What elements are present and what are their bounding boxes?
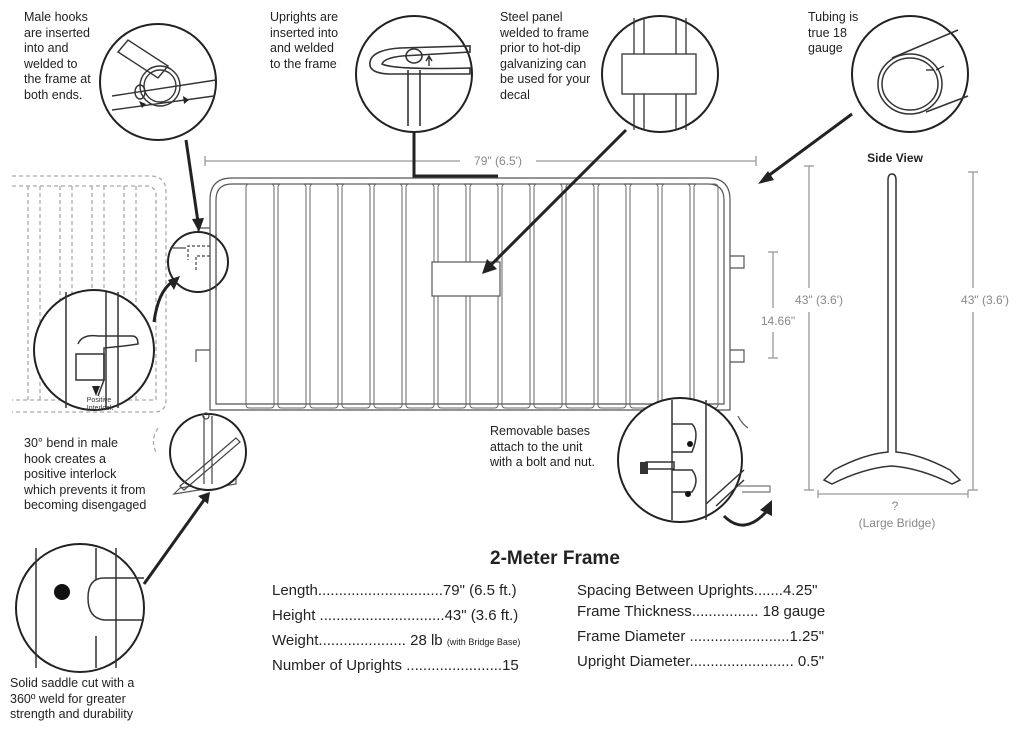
side-view-title: Side View <box>867 151 923 165</box>
hook-small-circle <box>167 231 229 293</box>
spec-spacing-label: Spacing Between Uprights <box>577 582 754 599</box>
leader-dots: .............................. <box>315 607 445 624</box>
spec-frame-diameter-value: 1.25" <box>789 628 825 645</box>
detail-uprights <box>355 15 473 133</box>
detail-saddle-cut <box>15 543 145 673</box>
base-spacing-dimension <box>768 251 778 359</box>
uprights-leader <box>412 132 498 178</box>
caption-uprights: Uprights are inserted into and welded to… <box>270 10 339 71</box>
tubing-leader <box>767 112 853 178</box>
leader-dots: ......................... <box>689 653 798 670</box>
leader-dots: ........................ <box>685 628 790 645</box>
spec-spacing-value: 4.25" <box>782 582 818 599</box>
positive-interlock-label: Positive Interlock <box>87 397 114 412</box>
leader-dots: .............................. <box>317 582 443 599</box>
saddle-leader <box>142 499 206 585</box>
spec-height-label: Height <box>272 607 316 624</box>
caption-male-hooks: Male hooks are inserted into and welded … <box>24 10 91 102</box>
spec-length-value: 79" (6.5 ft.) <box>442 582 517 599</box>
spec-spacing: Spacing Between Uprights.......4.25" <box>577 582 818 599</box>
detail-removable-base <box>617 397 745 523</box>
spec-weight-label: Weight <box>272 632 319 649</box>
spec-uprights: Number of Uprights .....................… <box>272 657 519 674</box>
base-width-dimension <box>817 490 969 498</box>
caption-saddle-cut: Solid saddle cut with a 360º weld for gr… <box>10 676 135 721</box>
leader-dots: ....................... <box>402 657 503 674</box>
spec-length-label: Length <box>272 582 318 599</box>
spec-upright-diameter-value: 0.5" <box>797 653 825 670</box>
front-height-dimension <box>804 165 814 491</box>
spec-length: Length..............................79" … <box>272 582 517 599</box>
spec-weight-value: 28 lb <box>410 632 443 649</box>
front-height-label: 43" (3.6') <box>795 293 843 307</box>
saddle-small-circle <box>169 412 247 491</box>
spec-weight: Weight..................... 28 lb (with … <box>272 632 520 649</box>
spec-uprights-label: Number of Uprights <box>272 657 403 674</box>
interlock-leader <box>152 280 173 323</box>
steel-panel-leader <box>488 128 628 268</box>
spec-upright-diameter-label: Upright Diameter <box>577 653 690 670</box>
spec-upright-diameter: Upright Diameter........................… <box>577 653 824 670</box>
caption-bend: 30° bend in male hook creates a positive… <box>24 436 147 512</box>
leader-dots: ................ <box>691 603 763 620</box>
base-type-label: (Large Bridge) <box>859 516 936 530</box>
spec-frame-diameter-label: Frame Diameter <box>577 628 686 645</box>
spec-frame-diameter: Frame Diameter ........................1… <box>577 628 824 645</box>
spec-height-value: 43" (3.6 ft.) <box>444 607 519 624</box>
width-dimension <box>204 156 757 166</box>
width-label: 79" (6.5') <box>474 154 522 168</box>
detail-tubing <box>851 15 969 133</box>
leader-dots: ....... <box>753 582 783 599</box>
side-height-dimension <box>968 171 978 491</box>
spec-weight-note: (with Bridge Base) <box>446 637 521 647</box>
base-width-label: ? <box>892 499 899 513</box>
detail-steel-panel <box>601 15 719 133</box>
caption-steel-panel: Steel panel welded to frame prior to hot… <box>500 10 591 102</box>
caption-removable-bases: Removable bases attach to the unit with … <box>490 424 595 469</box>
spec-title: 2-Meter Frame <box>490 548 620 569</box>
positive-interlock-line2: Interlock <box>87 405 114 412</box>
side-height-label: 43" (3.6') <box>961 293 1009 307</box>
base-outline <box>738 485 771 493</box>
detail-male-hooks <box>99 23 217 141</box>
barricade-frame <box>172 177 749 495</box>
caption-tubing: Tubing is true 18 gauge <box>808 10 859 55</box>
spec-height: Height ..............................43"… <box>272 607 518 624</box>
base-leader <box>722 510 768 527</box>
spec-thickness: Frame Thickness................ 18 gauge <box>577 603 825 620</box>
spec-thickness-label: Frame Thickness <box>577 603 692 620</box>
positive-interlock-line1: Positive <box>87 397 112 404</box>
leader-dots: ..................... <box>318 632 411 649</box>
male-hooks-leader <box>184 139 200 223</box>
detail-interlock: Positive Interlock <box>33 289 155 412</box>
base-spacing-label: 14.66" <box>761 314 795 328</box>
side-view-profile <box>822 173 962 485</box>
spec-uprights-value: 15 <box>502 657 519 674</box>
spec-thickness-value: 18 gauge <box>762 603 826 620</box>
